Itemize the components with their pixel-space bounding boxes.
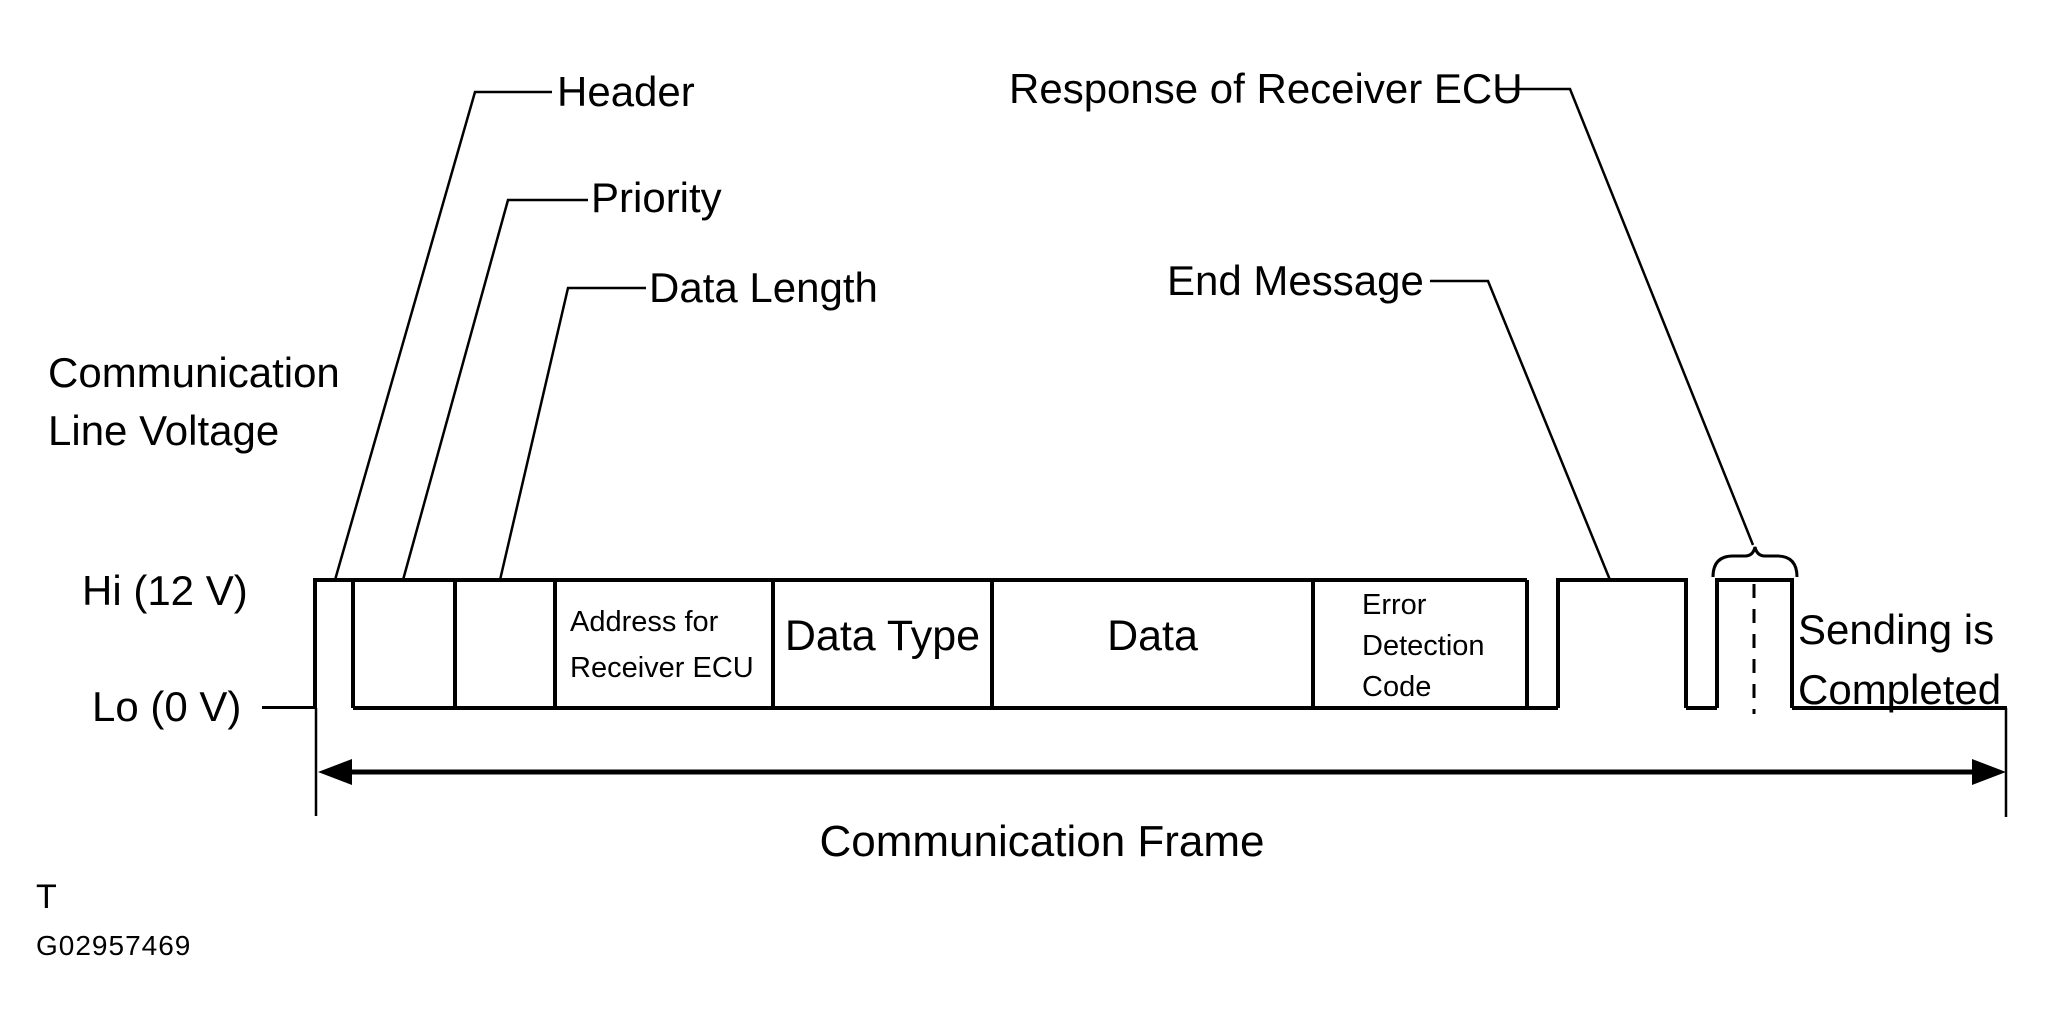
callout-header: Header <box>557 68 695 115</box>
axis-title-line2: Line Voltage <box>48 407 280 454</box>
error-line3: Code <box>1362 671 1432 703</box>
field-data: Data <box>1107 612 1198 660</box>
communication-frame-arrow <box>318 759 2006 785</box>
callout-response: Response of Receiver ECU <box>1009 65 1523 112</box>
address-line2: Receiver ECU <box>570 652 754 684</box>
hi-level-label: Hi (12 V) <box>82 567 248 614</box>
field-error-detection-code: Error Detection Code <box>1362 585 1485 708</box>
field-address-for-receiver-ecu: Address for Receiver ECU <box>570 599 754 691</box>
field-data-type: Data Type <box>784 612 981 660</box>
arrowhead-right <box>1972 759 2006 785</box>
callout-priority: Priority <box>591 174 722 221</box>
header-leader-line <box>333 90 552 581</box>
figure-id: G02957469 <box>36 930 192 961</box>
priority-leader-line <box>401 198 588 581</box>
t-mark: T <box>36 878 57 916</box>
callout-data-length: Data Length <box>649 264 878 311</box>
response-leader-line <box>1497 87 1755 546</box>
address-line1: Address for <box>570 606 719 638</box>
callout-end-message: End Message <box>1167 257 1424 304</box>
error-line1: Error <box>1362 589 1427 621</box>
sending-line1: Sending is <box>1798 606 1995 653</box>
lo-level-label: Lo (0 V) <box>92 683 242 730</box>
communication-frame-label: Communication Frame <box>819 817 1265 866</box>
data-length-leader-line <box>498 286 646 581</box>
waveform-line <box>313 578 2007 710</box>
end-message-leader-line <box>1430 279 1612 581</box>
leader-lines <box>333 87 1755 581</box>
error-line2: Detection <box>1362 630 1485 662</box>
arrowhead-left <box>318 759 352 785</box>
response-brace <box>1711 546 1799 578</box>
axis-title-line1: Communication <box>48 349 340 396</box>
sending-line2: Completed <box>1798 666 2002 713</box>
